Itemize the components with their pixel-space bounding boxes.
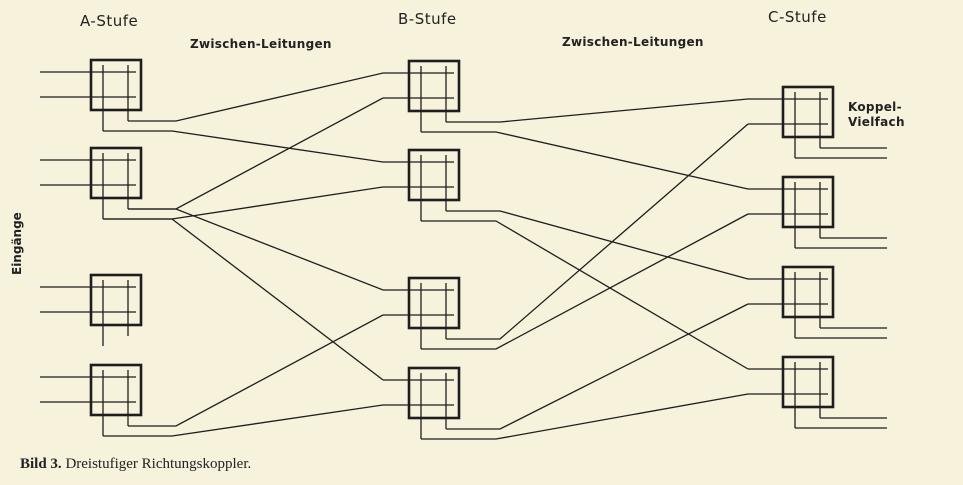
a-stage-switch-3	[89, 273, 143, 327]
inputs-label: Eingänge	[10, 212, 24, 275]
intermediate-line	[446, 123, 749, 340]
intermediate-line	[421, 213, 749, 350]
coupler-diagram	[40, 58, 887, 440]
a-stage-switch-4	[89, 363, 143, 417]
c-stage-switch-3	[781, 265, 835, 319]
b-stage-switch-4	[407, 366, 461, 420]
intermediate-line	[128, 208, 384, 291]
intermediate-line	[446, 303, 749, 430]
intermediate-line	[446, 210, 749, 280]
intermediate-line	[421, 393, 749, 440]
figure-caption: Bild 3. Dreistufiger Richtungskoppler.	[20, 456, 251, 473]
switch-matrix-label-1: Koppel-	[848, 100, 902, 114]
intermediate-line	[446, 98, 749, 123]
intermediate-lines-label-1: Zwischen-Leitungen	[190, 37, 332, 51]
intermediate-line	[103, 130, 384, 163]
stage-a-label: A-Stufe	[80, 12, 139, 30]
b-stage-switch-1	[407, 59, 461, 113]
intermediate-line	[103, 186, 384, 220]
c-stage-switch-2	[781, 175, 835, 229]
c-stage-switch-4	[781, 355, 835, 409]
stage-c-label: C-Stufe	[768, 8, 827, 26]
b-stage-switch-3	[407, 276, 461, 330]
intermediate-line	[103, 404, 384, 437]
intermediate-lines-label-2: Zwischen-Leitungen	[562, 35, 704, 49]
c-stage-switch-1	[781, 85, 835, 139]
intermediate-line	[421, 131, 749, 190]
intermediate-line	[128, 314, 384, 427]
b-stage-switch-2	[407, 148, 461, 202]
intermediate-line	[421, 220, 749, 370]
a-stage-switch-1	[89, 58, 143, 112]
caption-text: Dreistufiger Richtungskoppler.	[61, 456, 252, 472]
intermediate-line	[103, 218, 384, 381]
stage-b-label: B-Stufe	[398, 10, 457, 28]
switch-matrix-label-2: Vielfach	[848, 115, 905, 129]
a-stage-switch-2	[89, 146, 143, 200]
intermediate-line	[128, 72, 384, 122]
caption-number: Bild 3.	[20, 456, 62, 472]
intermediate-line	[128, 97, 384, 210]
